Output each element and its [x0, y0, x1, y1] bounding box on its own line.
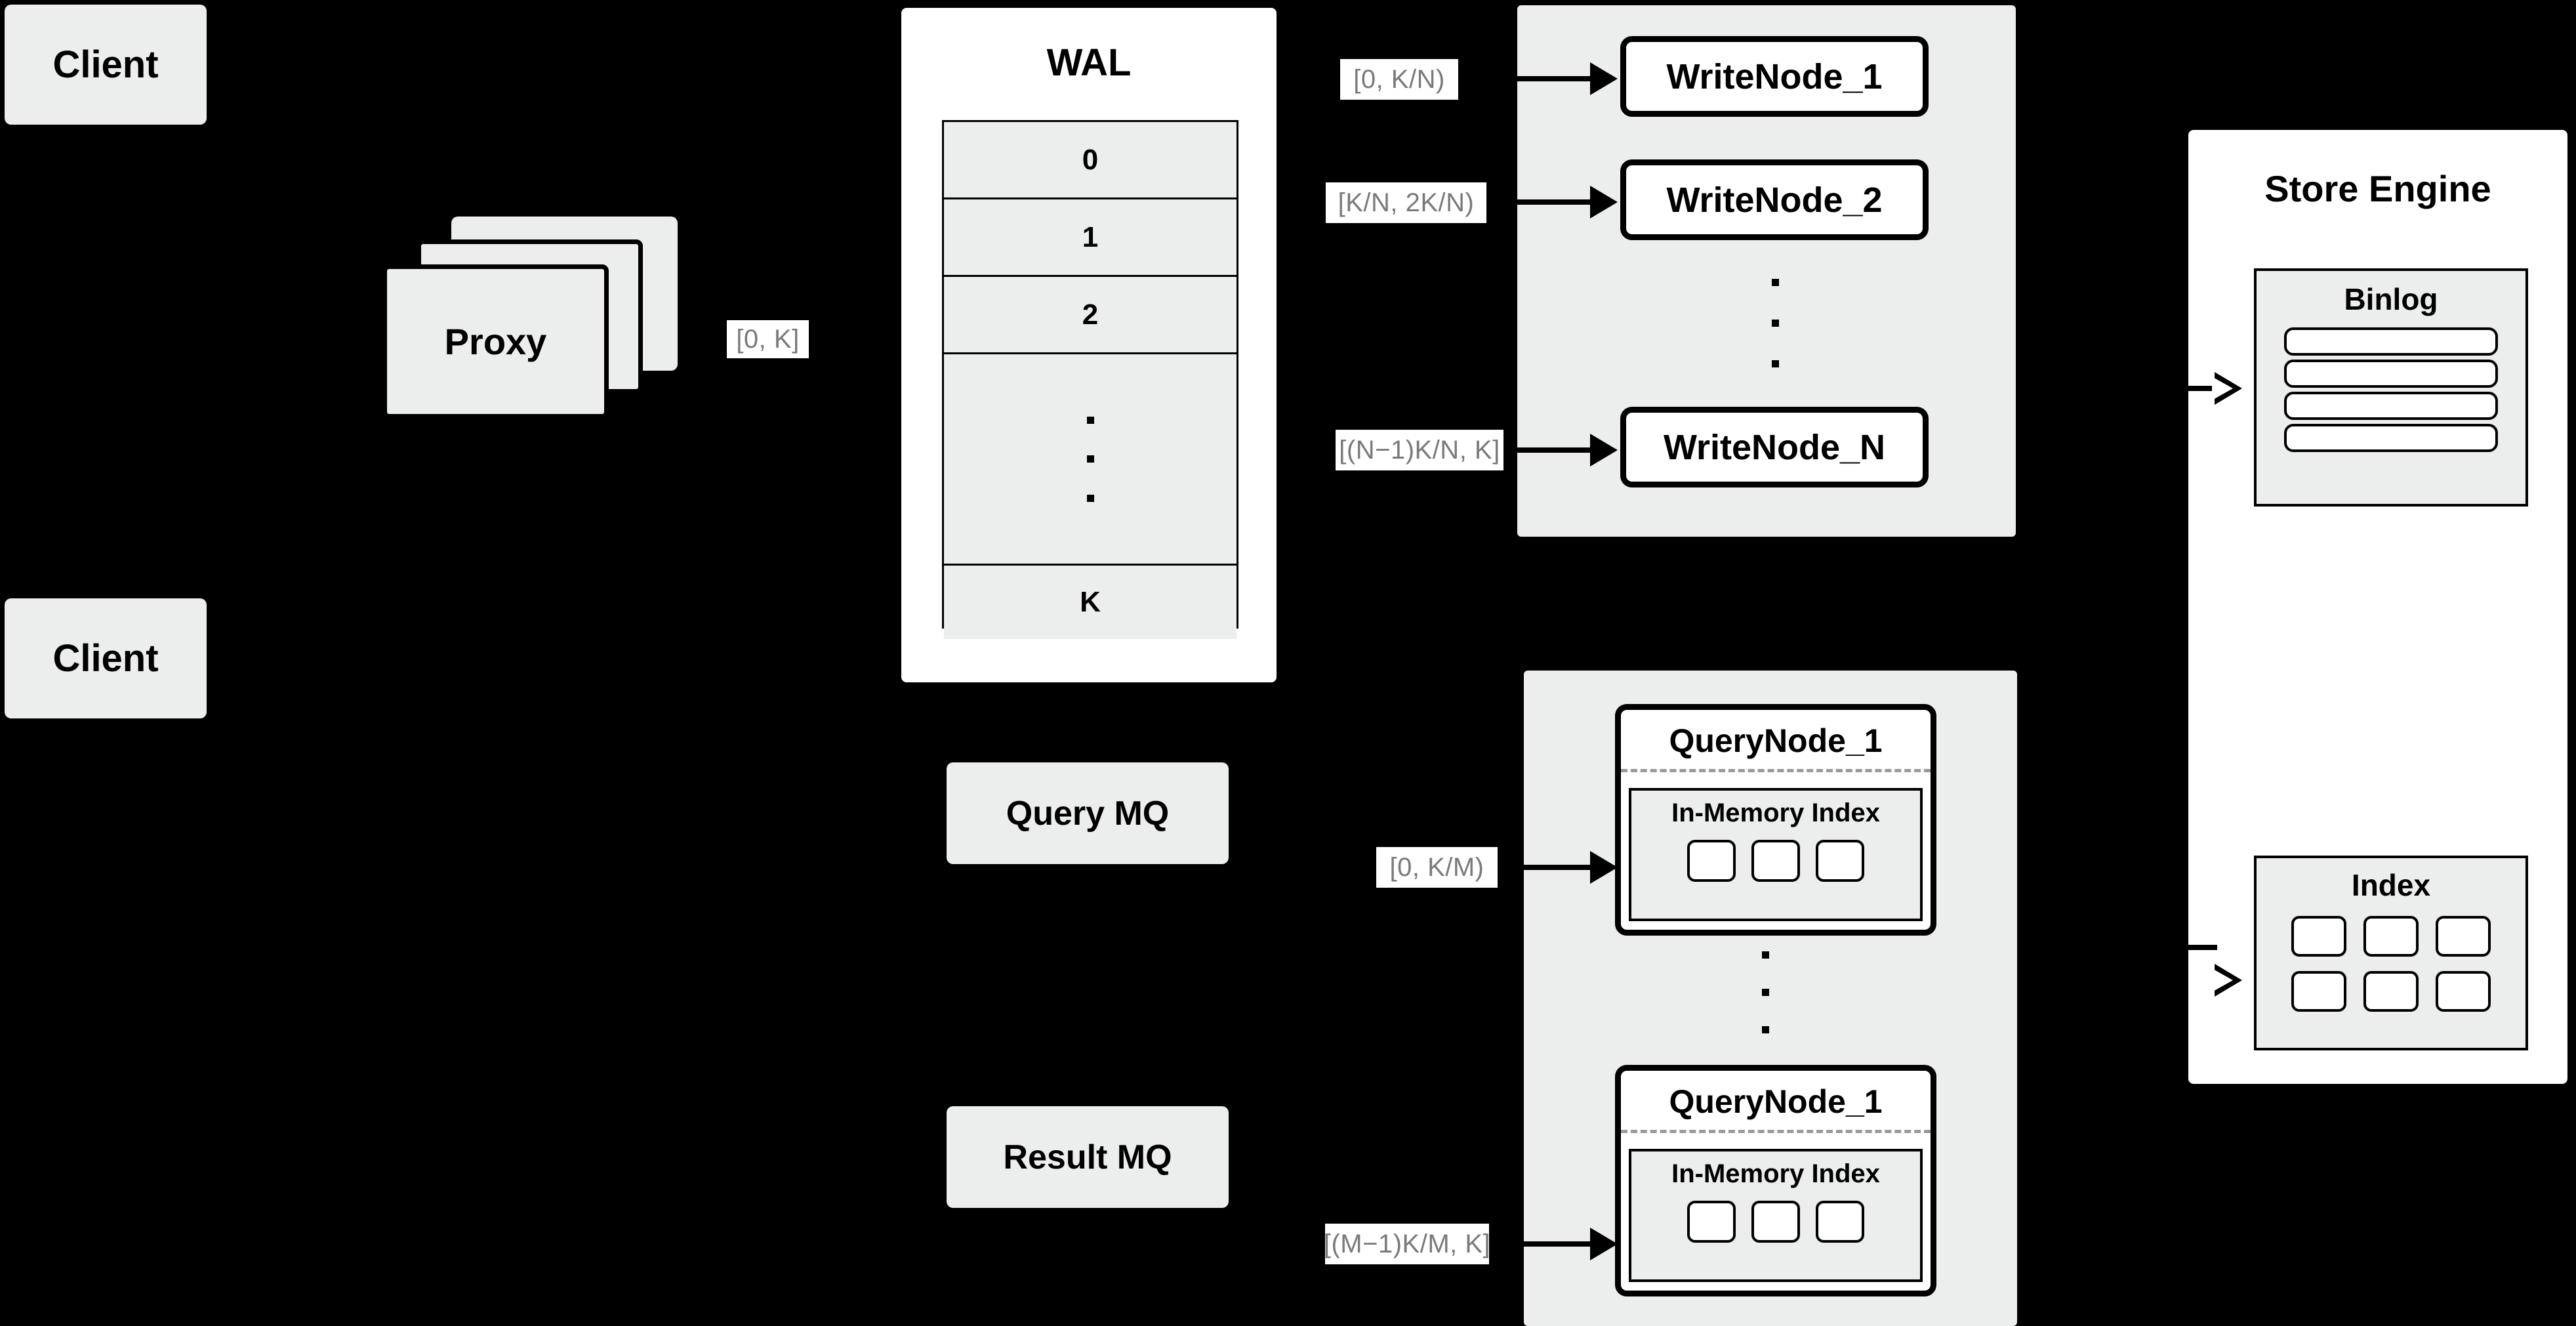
query-node-2-title-text: QueryNode_1 — [1669, 1083, 1883, 1120]
wal-row-2: 2 — [944, 277, 1237, 354]
query-node-1-memory-index-text: In-Memory Index — [1671, 798, 1880, 827]
proxy-range-text: [0, K] — [736, 324, 800, 354]
proxy-range-label: [0, K] — [727, 320, 809, 358]
binlog-bar-2 — [2284, 360, 2498, 388]
result-mq-box[interactable]: Result MQ — [947, 1106, 1229, 1208]
store-engine-title-text: Store Engine — [2264, 168, 2491, 209]
client-label-2: Client — [52, 637, 159, 680]
write-node-n-arrow-head-icon — [1590, 434, 1618, 466]
write-node-n-arrow-line — [1514, 447, 1594, 453]
client-box-1[interactable]: Client — [5, 5, 207, 125]
write-node-1[interactable]: WriteNode_1 — [1620, 36, 1929, 117]
wal-row-1: 1 — [944, 199, 1237, 277]
query-node-2-title: QueryNode_1 — [1621, 1071, 1931, 1121]
binlog-bar-3 — [2284, 392, 2498, 420]
write-node-n-range-label: [(N−1)K/N, K] — [1336, 430, 1503, 470]
wal-row-0: 0 — [944, 122, 1237, 199]
index-box: Index — [2254, 856, 2528, 1050]
query-node-2-arrow-line — [1500, 1241, 1594, 1247]
store-engine-title: Store Engine — [2184, 167, 2571, 210]
binlog-bar-1 — [2284, 327, 2498, 356]
write-node-1-arrow-line — [1469, 76, 1594, 81]
wal-table: 0 1 2 K — [942, 120, 1238, 639]
write-node-n[interactable]: WriteNode_N — [1620, 407, 1929, 487]
query-node-2-chip-1 — [1687, 1201, 1736, 1243]
result-mq-label: Result MQ — [1003, 1138, 1172, 1176]
write-node-n-range-text: [(N−1)K/N, K] — [1339, 435, 1500, 465]
index-chip-2 — [2363, 916, 2419, 957]
index-chip-1 — [2291, 916, 2346, 957]
write-node-2-range-text: [K/N, 2K/N) — [1338, 188, 1475, 217]
write-node-1-range-text: [0, K/N) — [1353, 64, 1445, 94]
index-arrow-line — [2184, 945, 2217, 950]
wal-row-k: K — [944, 566, 1237, 639]
wal-vertical-ellipsis-icon — [1086, 416, 1094, 502]
query-node-1-range-text: [0, K/M) — [1389, 852, 1484, 882]
write-node-2-range-label: [K/N, 2K/N) — [1326, 182, 1486, 223]
write-node-n-label: WriteNode_N — [1663, 427, 1886, 467]
index-chip-4 — [2291, 971, 2346, 1012]
index-chip-5 — [2363, 971, 2419, 1012]
binlog-bar-4 — [2284, 424, 2498, 452]
query-node-2-chip-2 — [1751, 1201, 1800, 1243]
query-node-2[interactable]: QueryNode_1 In-Memory Index — [1615, 1065, 1936, 1296]
binlog-title: Binlog — [2257, 271, 2525, 317]
query-node-2-range-label: [(M−1)K/M, K] — [1323, 1224, 1491, 1264]
write-node-1-arrow-head-icon — [1590, 62, 1618, 95]
wal-row-ellipsis — [944, 354, 1237, 566]
write-node-2[interactable]: WriteNode_2 — [1620, 159, 1929, 240]
index-title: Index — [2257, 858, 2525, 903]
query-node-1-chip-3 — [1816, 840, 1864, 882]
query-node-1[interactable]: QueryNode_1 In-Memory Index — [1615, 704, 1936, 936]
write-node-1-range-label: [0, K/N) — [1340, 59, 1458, 100]
write-node-2-arrow-line — [1498, 199, 1594, 205]
wal-cell-0: 0 — [1082, 143, 1099, 176]
wal-cell-1: 1 — [1082, 220, 1099, 253]
query-node-1-range-label: [0, K/M) — [1376, 847, 1498, 888]
client-label-1: Client — [52, 43, 159, 86]
index-chip-6 — [2436, 971, 2491, 1012]
wal-cell-k: K — [1080, 586, 1101, 618]
wal-title-text: WAL — [1046, 41, 1132, 84]
query-node-2-memory-index: In-Memory Index — [1629, 1149, 1923, 1282]
wal-cell-2: 2 — [1082, 298, 1099, 331]
query-node-1-chip-2 — [1751, 840, 1800, 882]
write-group-vertical-ellipsis-icon — [1771, 279, 1779, 367]
write-node-1-label: WriteNode_1 — [1666, 56, 1883, 96]
query-group-vertical-ellipsis-icon — [1761, 951, 1769, 1033]
query-node-2-arrow-head-icon — [1590, 1228, 1618, 1260]
query-node-1-arrow-line — [1509, 865, 1594, 870]
query-node-1-memory-index-label: In-Memory Index — [1631, 791, 1920, 828]
query-node-2-divider — [1621, 1130, 1931, 1133]
index-chip-3 — [2436, 916, 2491, 957]
query-node-1-divider — [1621, 769, 1931, 772]
query-node-1-title: QueryNode_1 — [1621, 710, 1931, 760]
index-title-text: Index — [2351, 868, 2431, 902]
query-node-2-memory-index-text: In-Memory Index — [1671, 1159, 1880, 1188]
query-node-2-range-text: [(M−1)K/M, K] — [1323, 1229, 1491, 1258]
query-mq-label: Query MQ — [1006, 794, 1170, 833]
binlog-box: Binlog — [2254, 268, 2528, 507]
binlog-title-text: Binlog — [2344, 282, 2438, 316]
index-arrow-head-icon — [2212, 964, 2242, 997]
client-box-2[interactable]: Client — [5, 598, 207, 718]
query-node-2-chip-3 — [1816, 1201, 1864, 1243]
proxy-card-front[interactable]: Proxy — [382, 264, 609, 419]
query-node-2-memory-index-label: In-Memory Index — [1631, 1151, 1920, 1189]
binlog-arrow-line — [2184, 386, 2217, 391]
query-node-1-arrow-head-icon — [1590, 851, 1618, 884]
write-node-2-arrow-head-icon — [1590, 186, 1618, 218]
wal-title: WAL — [897, 41, 1280, 85]
write-node-2-label: WriteNode_2 — [1666, 180, 1883, 220]
query-node-1-memory-index: In-Memory Index — [1629, 788, 1923, 921]
query-node-1-chip-1 — [1687, 840, 1736, 882]
query-mq-box[interactable]: Query MQ — [947, 762, 1229, 864]
binlog-arrow-head-icon — [2212, 372, 2242, 405]
proxy-label: Proxy — [444, 321, 547, 362]
query-node-1-title-text: QueryNode_1 — [1669, 722, 1883, 759]
